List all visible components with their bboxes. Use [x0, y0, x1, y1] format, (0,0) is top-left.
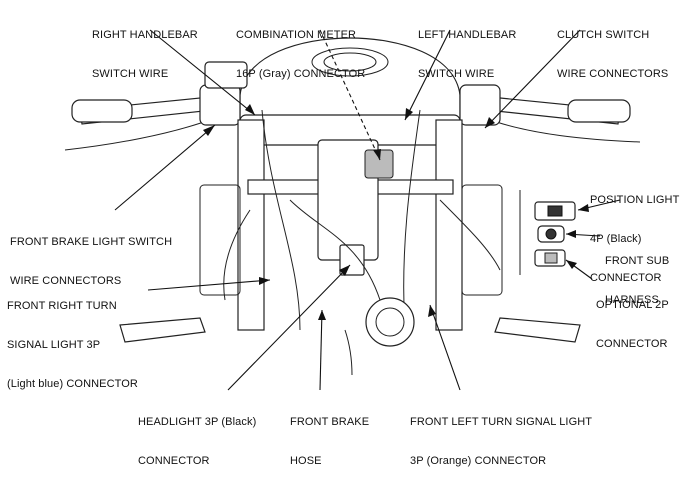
front-sub-harness-cap [545, 228, 557, 240]
arrowhead-combination-meter [373, 149, 381, 160]
label-headlight-connector: HEADLIGHT 3P (Black) CONNECTOR [138, 390, 256, 494]
arrowhead-front-left-turn [428, 305, 436, 317]
label-line: SWITCH WIRE [418, 68, 495, 80]
label-line: FRONT LEFT TURN SIGNAL LIGHT [410, 416, 593, 428]
leader-front-brake-hose [319, 309, 323, 391]
label-clutch-switch-wire-connectors: CLUTCH SWITCH WIRE CONNECTORS [557, 3, 668, 107]
label-left-handlebar-switch-wire: LEFT HANDLEBAR SWITCH WIRE [418, 3, 516, 107]
arrowhead-headlight [339, 265, 350, 276]
label-optional-2p-connector: OPTIONAL 2P CONNECTOR [596, 273, 669, 377]
leader-headlight [227, 264, 351, 391]
arrowhead-front-brake-light-switch [203, 125, 215, 136]
label-combination-meter-connector: COMBINATION METER 16P (Gray) CONNECTOR [236, 3, 365, 107]
right-grip [71, 99, 133, 123]
label-line: CONNECTOR [590, 272, 662, 284]
label-position-light-connector: POSITION LIGHT 4P (Black) CONNECTOR [590, 168, 679, 311]
harness-wire-1 [261, 109, 301, 331]
label-line: COMBINATION METER [236, 29, 357, 41]
harness-wire-4 [439, 199, 501, 271]
arrowhead-clutch-switch [485, 117, 495, 128]
left-side-panel [461, 184, 503, 296]
harness-wire-3 [289, 199, 381, 301]
label-line: CONNECTOR [138, 455, 210, 467]
label-line: 16P (Gray) CONNECTOR [236, 68, 366, 80]
label-line: HARNESS [605, 294, 659, 306]
arrowhead-left-handlebar [405, 108, 413, 120]
fuel-cap-inner [323, 52, 377, 72]
label-front-brake-light-switch-wire-connectors: FRONT BRAKE LIGHT SWITCH WIRE CONNECTORS [10, 210, 172, 314]
fuel-tank [239, 37, 461, 121]
label-line: HEADLIGHT 3P (Black) [138, 416, 257, 428]
leader-left-handlebar [404, 29, 451, 121]
left-grip [567, 99, 631, 123]
harness-wire-5 [223, 209, 251, 301]
arrowhead-optional-2p [566, 260, 577, 269]
right-side-panel [199, 184, 241, 296]
arrowhead-front-sub-harness [566, 230, 576, 238]
brake-hose [344, 329, 353, 376]
leader-right-handlebar [149, 29, 256, 116]
label-line: WIRE CONNECTORS [10, 275, 122, 287]
label-line: POSITION LIGHT [590, 194, 680, 206]
front-left-turn-signal [494, 317, 581, 343]
label-line: RIGHT HANDLEBAR [92, 29, 198, 41]
harness-wire-2 [403, 109, 421, 331]
label-line: FRONT BRAKE [290, 416, 370, 428]
front-right-turn-signal [119, 317, 206, 343]
motorcycle-front-illustration [64, 29, 641, 391]
right-fork-tube [237, 119, 265, 331]
leader-clutch-switch [484, 29, 581, 129]
label-front-sub-harness: FRONT SUB HARNESS [605, 229, 669, 333]
optional-2p-connector-plug [544, 252, 558, 264]
headlight-lens [375, 307, 405, 337]
position-light-connector-plug [547, 205, 563, 217]
label-line: SWITCH WIRE [92, 68, 169, 80]
label-right-handlebar-switch-wire: RIGHT HANDLEBAR SWITCH WIRE [92, 3, 198, 107]
arrowhead-front-right-turn [259, 277, 270, 285]
label-line: SIGNAL LIGHT 3P [7, 339, 101, 351]
leader-front-brake-light-switch [114, 124, 216, 211]
label-line: FRONT BRAKE LIGHT SWITCH [10, 236, 173, 248]
label-line: WIRE CONNECTORS [557, 68, 669, 80]
label-line: (Light blue) CONNECTOR [7, 378, 138, 390]
label-line: OPTIONAL 2P [596, 299, 669, 311]
label-line: 3P (Orange) CONNECTOR [410, 455, 547, 467]
clutch-lever [484, 117, 641, 143]
label-line: HOSE [290, 455, 322, 467]
leader-combination-meter [319, 29, 381, 161]
arrowhead-right-handlebar [245, 104, 255, 115]
right-switch-housing [199, 84, 241, 126]
brake-lever [64, 117, 216, 151]
leader-front-left-turn [429, 304, 461, 391]
label-line: LEFT HANDLEBAR [418, 29, 517, 41]
label-line: CLUTCH SWITCH [557, 29, 650, 41]
label-line: 4P (Black) [590, 233, 642, 245]
label-line: CONNECTOR [596, 338, 668, 350]
diagram-stage: RIGHT HANDLEBAR SWITCH WIRE COMBINATION … [7, 3, 679, 467]
label-front-right-turn-signal-connector: FRONT RIGHT TURN SIGNAL LIGHT 3P (Light … [7, 274, 138, 417]
left-fork-tube [435, 119, 463, 331]
leader-front-right-turn [147, 279, 271, 291]
fuel-cap [311, 47, 389, 77]
left-switch-housing [459, 84, 501, 126]
arrowhead-position-light [578, 204, 589, 212]
label-line: FRONT RIGHT TURN [7, 300, 117, 312]
arrowhead-front-brake-hose [318, 310, 326, 320]
label-line: FRONT SUB [605, 255, 670, 267]
label-front-left-turn-signal-connector: FRONT LEFT TURN SIGNAL LIGHT 3P (Orange)… [410, 390, 592, 494]
headlight-rim [365, 297, 415, 347]
label-front-brake-hose: FRONT BRAKE HOSE [290, 390, 369, 494]
